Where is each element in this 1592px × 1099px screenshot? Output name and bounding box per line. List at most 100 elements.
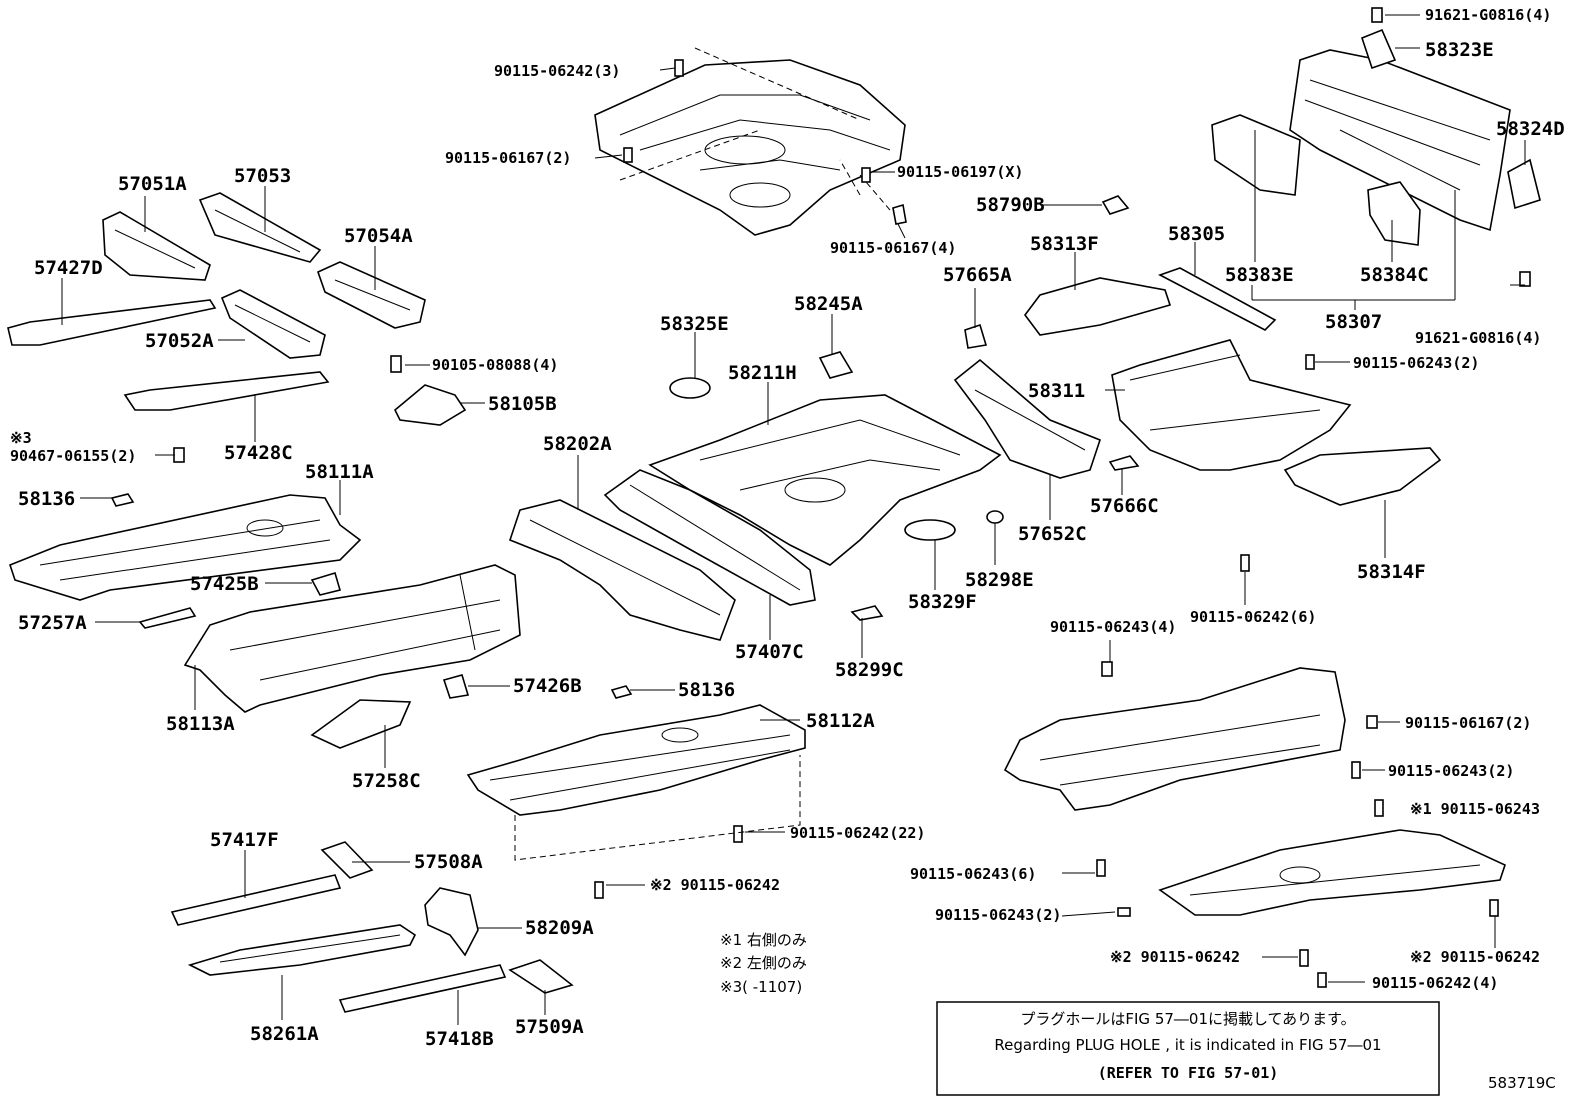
label-57258C: 57258C bbox=[352, 770, 421, 792]
screw-90105-08088-icon bbox=[390, 355, 402, 373]
label-58209A: 58209A bbox=[525, 917, 594, 939]
screw-90115-06243-2b-icon bbox=[1351, 761, 1361, 779]
part-58383E-shape bbox=[1211, 114, 1301, 196]
screw-90115-06167-2-icon bbox=[623, 147, 633, 163]
label-58298E: 58298E bbox=[965, 569, 1034, 591]
label-58202A: 58202A bbox=[543, 433, 612, 455]
part-58136-left-shape bbox=[110, 493, 135, 507]
part-57258C-shape bbox=[310, 699, 412, 749]
label-58113A: 58113A bbox=[166, 713, 235, 735]
screw-90115-06243-6-icon bbox=[1096, 859, 1106, 877]
label-58384C: 58384C bbox=[1360, 264, 1429, 286]
label-58323E: 58323E bbox=[1425, 39, 1494, 61]
part-57428C-shape bbox=[123, 371, 330, 411]
part-58384C-shape bbox=[1367, 181, 1421, 246]
screw-90115-06242-22-icon bbox=[733, 825, 743, 843]
label-58136-left: 58136 bbox=[18, 488, 75, 510]
label-90115-06243-m1: ※1 90115-06243 bbox=[1410, 800, 1540, 818]
part-57418B-shape bbox=[338, 964, 507, 1013]
label-90115-06243-2c: 90115-06243(2) bbox=[935, 906, 1061, 924]
part-58136-center-shape bbox=[610, 685, 633, 699]
part-58298E-shape bbox=[986, 510, 1004, 524]
screw-90115-06243-2a-icon bbox=[1305, 354, 1315, 370]
label-58790B: 58790B bbox=[976, 194, 1045, 216]
label-57666C: 57666C bbox=[1090, 495, 1159, 517]
label-90115-06167-2b: 90115-06167(2) bbox=[1405, 714, 1531, 732]
label-57051A: 57051A bbox=[118, 173, 187, 195]
label-90115-06197-x: 90115-06197(X) bbox=[897, 163, 1023, 181]
part-58111A-shape bbox=[9, 494, 362, 601]
screw-90115-06242-3-icon bbox=[674, 59, 684, 77]
screw-90115-06242-4-icon bbox=[1317, 972, 1327, 988]
part-57054A-shape bbox=[317, 261, 426, 329]
screw-90467-06155-icon bbox=[173, 447, 185, 463]
label-57509A: 57509A bbox=[515, 1016, 584, 1038]
screw-90115-06242-m2c-icon bbox=[1489, 899, 1499, 917]
leader-lines bbox=[61, 14, 1526, 1025]
screw-90115-06243-2c-icon bbox=[1117, 907, 1131, 917]
label-57417F: 57417F bbox=[210, 829, 279, 851]
label-mark3: ※3 bbox=[10, 429, 32, 447]
part-57407C-shape bbox=[603, 469, 816, 606]
label-58383E: 58383E bbox=[1225, 264, 1294, 286]
part-58209A-shape bbox=[424, 887, 479, 957]
screw-90115-06197-icon bbox=[861, 167, 871, 183]
part-58305-shape bbox=[1157, 267, 1277, 331]
part-58112A-shape bbox=[466, 704, 806, 816]
label-57053: 57053 bbox=[234, 165, 291, 187]
figure-code: 583719C bbox=[1488, 1074, 1556, 1092]
part-58245A-shape bbox=[818, 351, 854, 379]
label-57652C: 57652C bbox=[1018, 523, 1087, 545]
label-90115-06242-3: 90115-06242(3) bbox=[494, 62, 620, 80]
part-58324D-shape bbox=[1507, 158, 1541, 210]
label-90115-06242-m2c: ※2 90115-06242 bbox=[1410, 948, 1540, 966]
label-58314F: 58314F bbox=[1357, 561, 1426, 583]
label-58311: 58311 bbox=[1028, 380, 1085, 402]
part-57666C-shape bbox=[1108, 455, 1140, 471]
label-58261A: 58261A bbox=[250, 1023, 319, 1045]
part-57053-shape bbox=[198, 192, 322, 263]
part-57509A-shape bbox=[508, 959, 574, 994]
label-58299C: 58299C bbox=[835, 659, 904, 681]
label-58305: 58305 bbox=[1168, 223, 1225, 245]
label-90115-06242-22: 90115-06242(22) bbox=[790, 824, 925, 842]
part-58202A-shape bbox=[509, 499, 736, 641]
part-58325E-shape bbox=[669, 377, 711, 399]
label-90115-06242-4: 90115-06242(4) bbox=[1372, 974, 1498, 992]
label-90115-06243-6: 90115-06243(6) bbox=[910, 865, 1036, 883]
screw-90115-06242-m2a-icon bbox=[594, 881, 604, 899]
label-58112A: 58112A bbox=[806, 710, 875, 732]
part-58211H-shape bbox=[648, 394, 1002, 566]
label-90115-06243-2b: 90115-06243(2) bbox=[1388, 762, 1514, 780]
note-left-side-only: ※2 左側のみ bbox=[720, 954, 807, 972]
part-58790B-shape bbox=[1101, 195, 1130, 215]
label-57427D: 57427D bbox=[34, 257, 103, 279]
label-58325E: 58325E bbox=[660, 313, 729, 335]
label-90115-06243-4: 90115-06243(4) bbox=[1050, 618, 1176, 636]
label-57508A: 57508A bbox=[414, 851, 483, 873]
label-90105-08088: 90105-08088(4) bbox=[432, 356, 558, 374]
label-90115-06167-4: 90115-06167(4) bbox=[830, 239, 956, 257]
legend-notes: ※1 右側のみ ※2 左側のみ ※3( -1107) bbox=[720, 931, 807, 996]
label-58329F: 58329F bbox=[908, 591, 977, 613]
part-57051A-shape bbox=[102, 211, 211, 281]
label-57665A: 57665A bbox=[943, 264, 1012, 286]
label-90115-06242-m2b: ※2 90115-06242 bbox=[1110, 948, 1240, 966]
screw-91621-mid-icon bbox=[1519, 271, 1531, 287]
part-58299C-shape bbox=[850, 605, 884, 621]
part-57427D-shape bbox=[7, 299, 217, 346]
label-57426B: 57426B bbox=[513, 675, 582, 697]
part-57652C-shape bbox=[953, 358, 1101, 479]
label-58307: 58307 bbox=[1325, 311, 1382, 333]
ref-box-refer: (REFER TO FIG 57-01) bbox=[1098, 1064, 1279, 1082]
part-57052A-shape bbox=[220, 289, 326, 359]
label-90115-06242-m2a: ※2 90115-06242 bbox=[650, 876, 780, 894]
label-91621-mid: 91621-G0816(4) bbox=[1415, 329, 1541, 347]
part-57426B-shape bbox=[442, 674, 470, 699]
part-58323E-shape bbox=[1361, 28, 1397, 70]
label-58105B: 58105B bbox=[488, 393, 557, 415]
screw-91621-top-icon bbox=[1371, 7, 1383, 23]
label-58211H: 58211H bbox=[728, 362, 797, 384]
screw-90115-06242-6-icon bbox=[1240, 554, 1250, 572]
part-58307-shape bbox=[1289, 49, 1511, 232]
